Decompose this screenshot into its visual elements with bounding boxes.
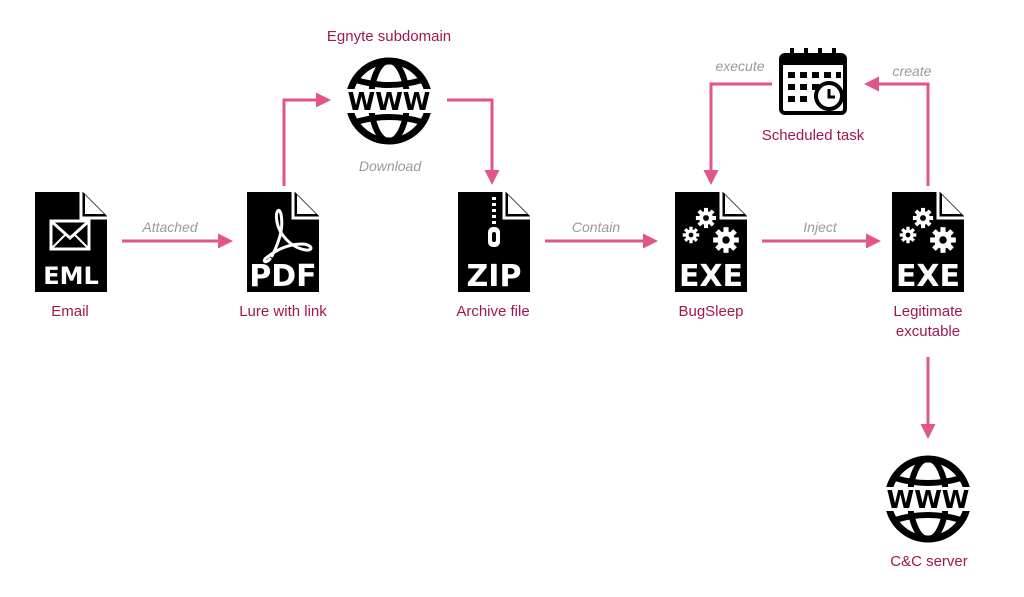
arrow-egnyte-to-archive [447, 98, 500, 185]
node-cnc: WWW C&C server [883, 459, 973, 570]
globe-badge-www: WWW [887, 485, 970, 514]
node-label-bugsleep: BugSleep [678, 303, 743, 320]
node-bugsleep: EXE BugSleep [675, 192, 747, 320]
doc-badge-eml: EML [43, 262, 99, 290]
calendar-clock-icon [779, 48, 847, 115]
node-label-lure: Lure with link [239, 303, 327, 320]
node-label-legit-line1: Legitimate [893, 303, 962, 320]
node-task: Scheduled task [762, 48, 865, 144]
node-label-task: Scheduled task [762, 127, 865, 144]
arrow-task-to-bugsleep [703, 82, 772, 185]
globe-badge-www: WWW [348, 87, 431, 116]
arrow-lure-to-egnyte [282, 92, 331, 186]
node-label-archive: Archive file [456, 303, 529, 320]
globe-www-icon: WWW [883, 459, 973, 539]
node-email: EML Email [35, 192, 107, 320]
arrows [122, 76, 936, 439]
zipper-icon [488, 197, 500, 247]
globe-www-icon: WWW [344, 61, 434, 141]
node-label-cnc: C&C server [890, 553, 968, 570]
doc-badge-exe: EXE [679, 259, 743, 294]
doc-badge-exe: EXE [896, 259, 960, 294]
node-label-legit-line2: excutable [896, 323, 960, 340]
node-lure: PDF Lure with link [239, 192, 327, 320]
edge-label-attached: Attached [141, 219, 198, 235]
node-egnyte: Egnyte subdomain WWW [327, 28, 451, 141]
node-legit: EXE Legitimate excutable [892, 192, 964, 340]
doc-badge-pdf: PDF [249, 259, 316, 294]
node-archive: ZIP Archive file [456, 192, 530, 320]
edge-label-inject: Inject [803, 219, 838, 235]
edge-label-contain: Contain [572, 219, 620, 235]
node-label-email: Email [51, 303, 89, 320]
doc-badge-zip: ZIP [467, 259, 522, 294]
edge-label-execute: execute [715, 58, 764, 74]
arrow-legit-to-task [864, 76, 930, 186]
acrobat-icon [262, 208, 313, 264]
node-label-egnyte: Egnyte subdomain [327, 28, 451, 45]
envelope-icon [49, 219, 91, 251]
edge-label-create: create [893, 63, 932, 79]
edge-label-download: Download [359, 158, 422, 174]
